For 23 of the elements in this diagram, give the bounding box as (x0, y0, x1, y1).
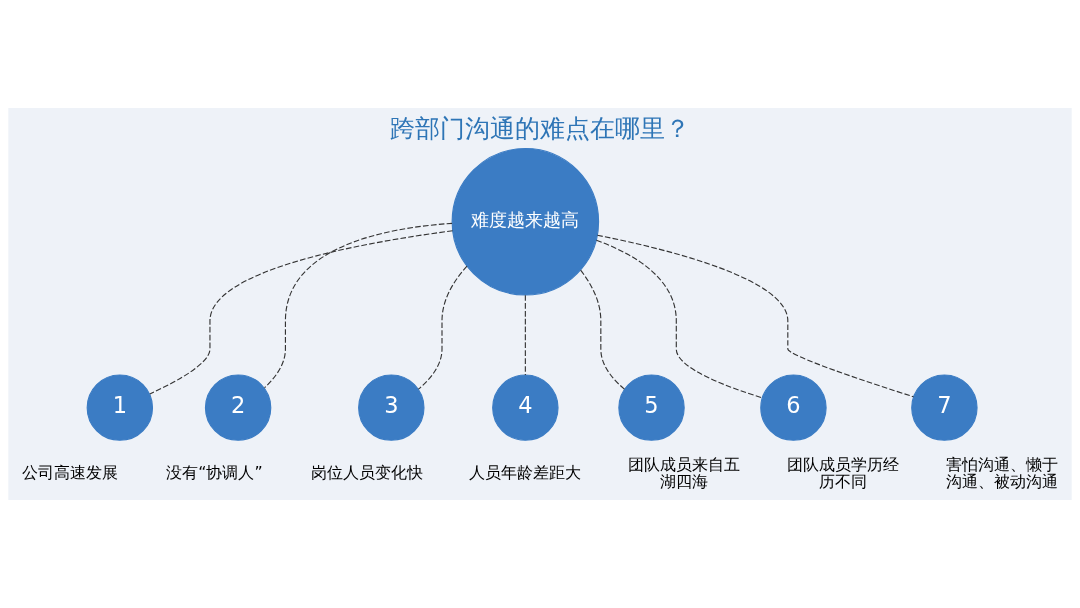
node-label: 没有“协调人” (166, 463, 263, 483)
node-circle: 5 (618, 374, 685, 441)
node-label: 人员年龄差距大 (469, 463, 582, 483)
connector (263, 222, 453, 389)
node-label: 岗位人员变化快 (310, 463, 423, 483)
node-circle: 6 (760, 374, 827, 441)
diagram-title: 跨部门沟通的难点在哪里？ (390, 113, 690, 143)
connector (580, 269, 625, 390)
node-circle: 4 (492, 374, 559, 441)
node-label: 公司高速发展 (22, 463, 119, 483)
connector (524, 294, 526, 376)
connector (417, 265, 468, 390)
node-label: 团队成员学历经历不同 (787, 454, 900, 491)
node-label: 害怕沟通、懒于沟通、被动沟通 (945, 454, 1058, 491)
connector (149, 230, 454, 395)
node-label: 团队成员来自五湖四海 (628, 454, 741, 491)
connector (596, 234, 915, 398)
node-circle: 1 (86, 374, 154, 441)
node-circle: 7 (911, 374, 978, 441)
node-circle: 3 (358, 374, 425, 441)
node-circle: 难度越来越高 (451, 148, 600, 296)
connector (595, 239, 763, 399)
node-circle: 2 (204, 374, 272, 441)
